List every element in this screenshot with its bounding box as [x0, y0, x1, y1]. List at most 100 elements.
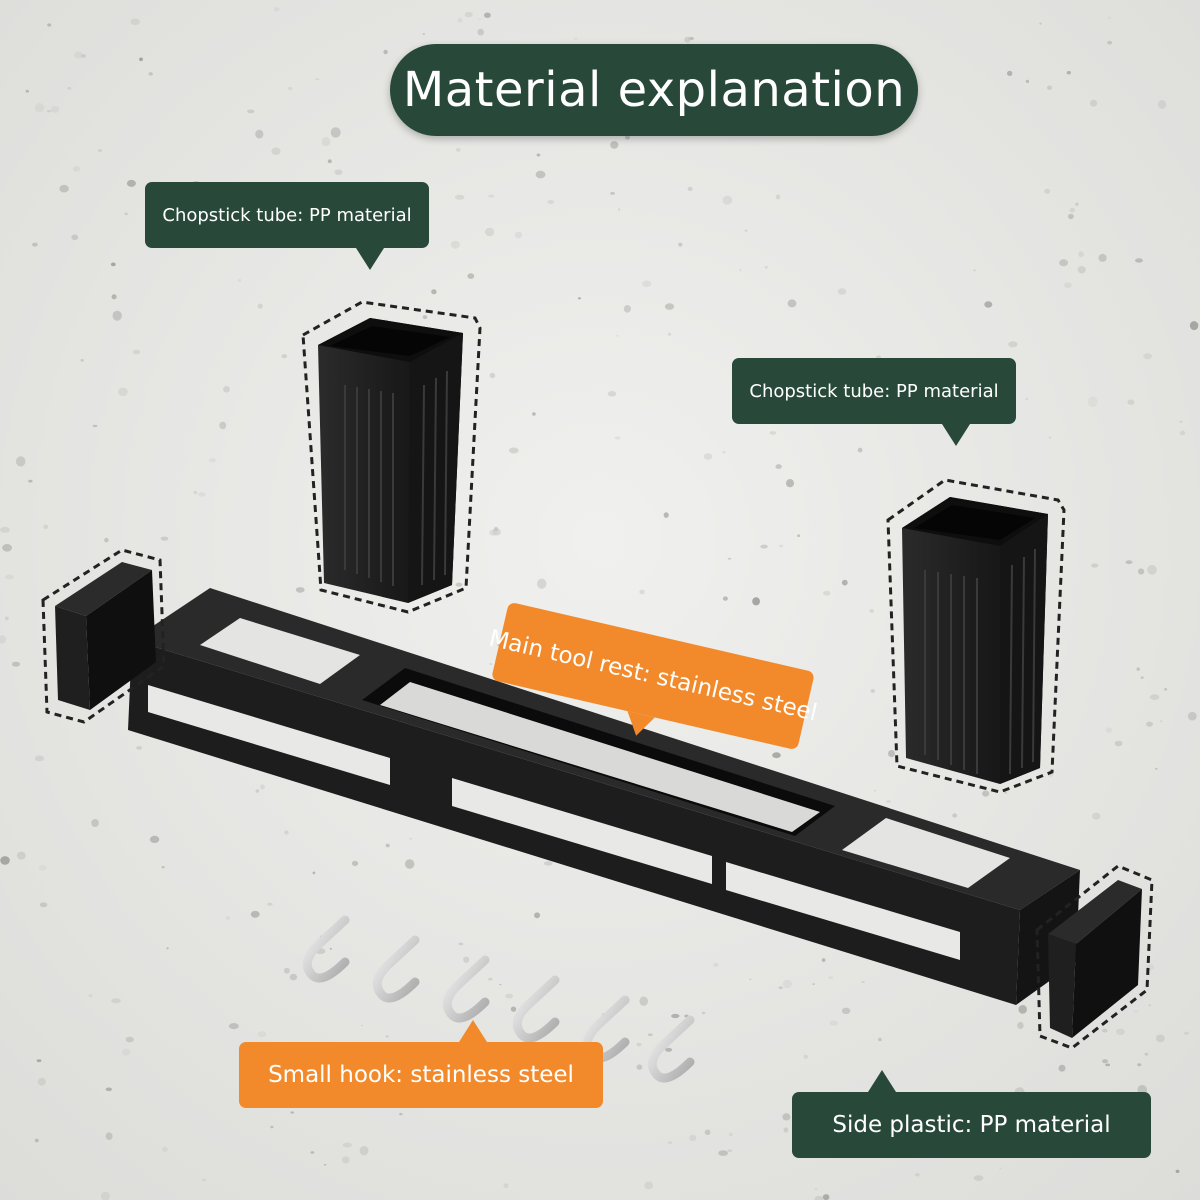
chopstick-tube-right [886, 478, 1066, 794]
speckle [312, 871, 316, 875]
speckle [701, 1011, 706, 1015]
speckle [532, 412, 536, 416]
speckle [1156, 1034, 1165, 1043]
speckle [148, 72, 153, 76]
speckle [610, 141, 619, 149]
speckle [535, 170, 546, 179]
main-tool-rest [128, 588, 1080, 1005]
page-title: Material explanation [390, 44, 918, 136]
speckle [132, 349, 141, 355]
speckle [1077, 266, 1086, 274]
speckle [1004, 792, 1007, 794]
speckle [861, 981, 865, 983]
speckle [342, 1142, 352, 1148]
speckle [431, 289, 437, 295]
speckle [503, 1183, 509, 1189]
speckle [16, 456, 26, 467]
speckle [1140, 676, 1144, 679]
speckle [623, 305, 632, 313]
speckle [16, 851, 26, 860]
speckle [383, 49, 388, 55]
speckle [202, 1178, 207, 1182]
speckle [973, 1175, 984, 1181]
speckle [1127, 399, 1135, 405]
speckle [149, 835, 160, 844]
speckle [973, 269, 976, 272]
speckle [50, 105, 60, 113]
speckle [644, 1181, 654, 1190]
speckle [769, 431, 777, 435]
speckle [38, 864, 47, 871]
speckle [36, 1059, 42, 1063]
speckle [360, 1024, 364, 1027]
speckle [1164, 688, 1168, 691]
speckle [455, 194, 465, 200]
speckle [678, 242, 683, 247]
speckle [642, 280, 652, 288]
speckle [722, 195, 733, 205]
speckle [873, 790, 877, 792]
small-hook-label: Small hook: stainless steel [239, 1020, 603, 1108]
speckle [112, 310, 122, 321]
speckle [704, 1129, 711, 1136]
speckle [105, 1132, 113, 1140]
speckle [984, 301, 993, 308]
speckle [315, 78, 320, 81]
speckle [488, 977, 493, 981]
speckle [782, 1113, 791, 1121]
chopstick-tube-left [301, 300, 482, 614]
speckle [841, 1007, 851, 1014]
speckle [1133, 1010, 1139, 1013]
speckle [722, 596, 728, 601]
speckle [11, 661, 21, 667]
speckle [812, 983, 815, 985]
speckle [823, 590, 831, 596]
speckle [281, 354, 288, 359]
speckle [34, 103, 45, 113]
speckle [385, 1035, 389, 1038]
speckle [310, 1151, 315, 1154]
speckle [744, 229, 748, 232]
speckle [484, 12, 491, 18]
speckle [783, 1127, 789, 1133]
speckle [5, 574, 14, 580]
speckle [467, 273, 475, 279]
speckle [636, 1042, 642, 1047]
speckle [139, 57, 143, 62]
speckle [329, 947, 332, 950]
speckle [639, 589, 645, 595]
speckle [878, 1037, 882, 1042]
speckle [1069, 207, 1075, 213]
speckle [334, 169, 343, 175]
speckle [28, 479, 33, 483]
speckle [505, 993, 514, 999]
speckle [422, 315, 428, 320]
speckle [636, 1064, 643, 1070]
speckle [1039, 22, 1042, 25]
speckle [450, 240, 460, 249]
speckle [727, 1149, 733, 1152]
speckle [162, 1146, 168, 1152]
speckle [477, 28, 485, 36]
speckle [1114, 740, 1123, 747]
speckle [1078, 251, 1084, 258]
speckle [1025, 79, 1029, 83]
speckle [160, 536, 169, 541]
speckle [287, 86, 293, 91]
speckle [250, 910, 260, 918]
speckle [92, 424, 98, 428]
speckle [1064, 282, 1072, 289]
speckle [1125, 560, 1133, 565]
speckle [271, 147, 281, 155]
speckle [494, 526, 498, 532]
speckle [803, 1054, 808, 1059]
speckle [886, 800, 891, 803]
speckle [1092, 812, 1101, 820]
speckle [198, 492, 206, 497]
speckle [1048, 436, 1052, 439]
chopstick-tube-left-label: Chopstick tube: PP material [145, 182, 429, 270]
speckle [1149, 694, 1160, 700]
speckle [257, 303, 263, 309]
speckle [39, 902, 48, 908]
speckle [786, 479, 794, 488]
